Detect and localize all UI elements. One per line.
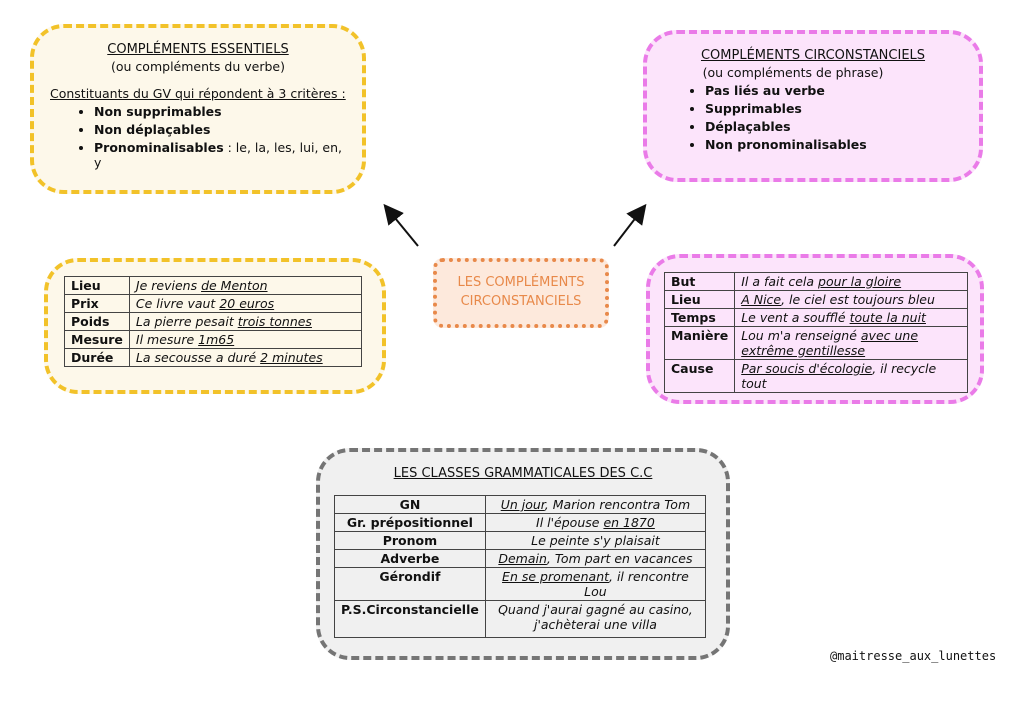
- table-row: GN Un jour, Marion rencontra Tom: [334, 495, 707, 514]
- table-row: Lieu Je reviens de Menton: [64, 276, 363, 295]
- classes-table: GN Un jour, Marion rencontra Tom Gr. pré…: [334, 495, 707, 638]
- classes-title: LES CLASSES GRAMMATICALES DES C.C: [393, 466, 653, 481]
- left-examples-table: Lieu Je reviens de Menton Prix Ce livre …: [64, 276, 363, 367]
- circonstanciels-list: Pas liés au verbe Supprimables Déplaçabl…: [663, 83, 963, 152]
- table-row: Lieu A Nice, le ciel est toujours bleu: [663, 290, 968, 309]
- table-row: Gérondif En se promenant, il rencontre L…: [334, 567, 707, 601]
- essentiels-title: COMPLÉMENTS ESSENTIELS: [107, 42, 289, 57]
- right-examples-box: But Il a fait cela pour la gloire Lieu A…: [646, 254, 984, 404]
- list-item: Déplaçables: [705, 119, 963, 134]
- table-row: Durée La secousse a duré 2 minutes: [64, 348, 363, 367]
- arrow-left: [383, 203, 419, 247]
- essentiels-subtitle: (ou compléments du verbe): [111, 59, 285, 74]
- center-label: LES COMPLÉMENTS CIRCONSTANCIELS: [433, 258, 609, 328]
- table-row: Temps Le vent a soufflé toute la nuit: [663, 308, 968, 327]
- center-label-line-1: LES COMPLÉMENTS: [457, 275, 585, 291]
- table-row: Mesure Il mesure 1m65: [64, 330, 363, 349]
- table-row: Adverbe Demain, Tom part en vacances: [334, 549, 707, 568]
- arrow-right: [613, 203, 647, 247]
- list-item: Pas liés au verbe: [705, 83, 963, 98]
- list-item: Non déplaçables: [94, 122, 346, 137]
- classes-box: LES CLASSES GRAMMATICALES DES C.C GN Un …: [316, 448, 730, 660]
- table-row: Poids La pierre pesait trois tonnes: [64, 312, 363, 331]
- center-label-line-2: CIRCONSTANCIELS: [460, 294, 582, 309]
- table-row: Pronom Le peinte s'y plaisait: [334, 531, 707, 550]
- list-item: Supprimables: [705, 101, 963, 116]
- table-row: Cause Par soucis d'écologie, il recycle …: [663, 359, 968, 393]
- essentiels-box: COMPLÉMENTS ESSENTIELS (ou compléments d…: [30, 24, 366, 194]
- right-examples-table: But Il a fait cela pour la gloire Lieu A…: [663, 272, 968, 393]
- table-row: Prix Ce livre vaut 20 euros: [64, 294, 363, 313]
- circonstanciels-title: COMPLÉMENTS CIRCONSTANCIELS: [700, 48, 926, 63]
- circonstanciels-box: COMPLÉMENTS CIRCONSTANCIELS (ou compléme…: [643, 30, 983, 182]
- table-row: But Il a fait cela pour la gloire: [663, 272, 968, 291]
- essentiels-intro: Constituants du GV qui répondent à 3 cri…: [50, 86, 346, 101]
- list-item: Pronominalisables : le, la, les, lui, en…: [94, 140, 346, 170]
- list-item: Non pronominalisables: [705, 137, 963, 152]
- circonstanciels-subtitle: (ou compléments de phrase): [702, 65, 884, 80]
- left-examples-box: Lieu Je reviens de Menton Prix Ce livre …: [44, 258, 386, 394]
- table-row: Gr. prépositionnel Il l'épouse en 1870: [334, 513, 707, 532]
- essentiels-list: Non supprimables Non déplaçables Pronomi…: [50, 104, 346, 170]
- list-item: Non supprimables: [94, 104, 346, 119]
- credit: @maitresse_aux_lunettes: [830, 649, 997, 663]
- table-row: P.S.Circonstancielle Quand j'aurai gagné…: [334, 600, 707, 638]
- table-row: Manière Lou m'a renseigné avec une extrê…: [663, 326, 968, 360]
